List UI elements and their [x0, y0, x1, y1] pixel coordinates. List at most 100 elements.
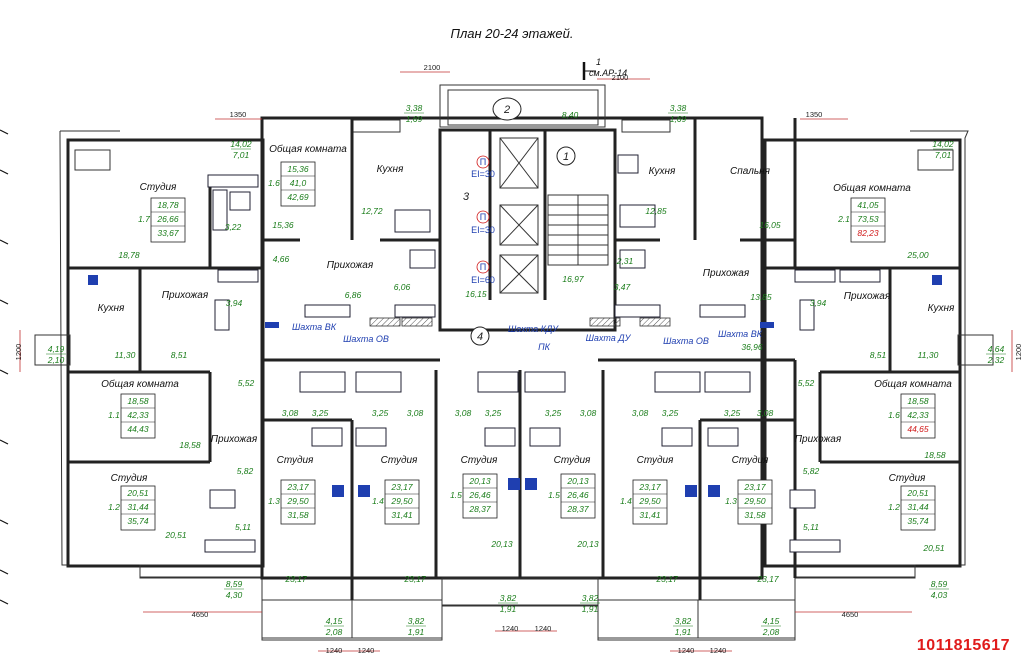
dimension-value: 1240 — [710, 646, 727, 655]
fire-tag-3: П — [480, 262, 486, 272]
room-area: 3,08 — [632, 408, 649, 418]
room-label: Прихожая — [327, 260, 374, 271]
room-area: 8,51 — [171, 350, 188, 360]
room-area: 5,11 — [803, 522, 819, 532]
room-area: 16,05 — [759, 220, 781, 230]
apartment-box — [280, 479, 316, 525]
room-area: 12,85 — [645, 206, 667, 216]
room-label: Студия — [381, 455, 418, 466]
fire-rating-1: EI=30 — [471, 169, 495, 179]
balcony-area-full: 3,82 — [500, 593, 517, 603]
room-label: Прихожая — [703, 268, 750, 279]
room-label: Общая комната — [269, 143, 347, 155]
room-area: 3,25 — [724, 408, 741, 418]
apartment-full-area: 44,65 — [907, 424, 929, 434]
room-area: 11,30 — [918, 350, 939, 360]
balcony-area: 3,381,69 — [404, 103, 424, 124]
room-area: 6,06 — [394, 282, 411, 292]
shaft-label-ov-right: Шахта ОВ — [663, 336, 709, 346]
apartment-total-area: 26,46 — [566, 490, 589, 500]
room-label: Кухня — [377, 164, 404, 175]
room-label: Кухня — [649, 166, 676, 177]
edge-ticks — [0, 129, 9, 605]
fire-rating-3: EI=60 — [471, 275, 495, 285]
dimension-value: 1240 — [535, 624, 552, 633]
room-area: 15,36 — [272, 220, 294, 230]
apartment-total-area: 26,46 — [468, 490, 491, 500]
room-area: 3,22 — [225, 222, 242, 232]
apartment-box — [560, 473, 596, 519]
room-area: 3,47 — [614, 282, 631, 292]
apartment-full-area: 82,23 — [857, 228, 879, 238]
apartment-index: 1.2 — [108, 502, 120, 512]
apartment-living-area: 41,05 — [857, 200, 879, 210]
apartment-box — [737, 479, 773, 525]
apartment-box — [150, 197, 186, 243]
apartment-box — [462, 473, 498, 519]
balcony-area-reduced: 7,01 — [233, 150, 250, 160]
apartment-total-area: 31,44 — [907, 502, 929, 512]
apartment-living-area: 18,78 — [157, 200, 179, 210]
room-label: Прихожая — [844, 291, 891, 302]
balcony-area-full: 3,82 — [408, 616, 425, 626]
balcony-area-full: 3,38 — [406, 103, 423, 113]
apartment-full-area: 31,41 — [639, 510, 661, 520]
shaft-label-vk-left: Шахта ВК — [292, 322, 337, 332]
balcony-area: 8,594,03 — [929, 579, 949, 600]
apartment-full-area: 28,37 — [468, 504, 491, 514]
plan-title: План 20-24 этажей. — [451, 26, 574, 41]
room-label: Студия — [732, 455, 769, 466]
room-area: 25,00 — [906, 250, 929, 260]
room-area: 20,51 — [164, 530, 187, 540]
marker-4: 4 — [477, 331, 483, 343]
room-labels: Общая комната Студия Кухня Прихожая Кухн… — [98, 143, 955, 484]
room-label: Общая комната — [101, 378, 179, 390]
shaft-label-pk: ПК — [538, 342, 551, 352]
balcony-area: 3,821,91 — [580, 593, 600, 614]
dimension-value: 1350 — [806, 110, 823, 119]
apartment-index: 1.1 — [108, 410, 120, 420]
room-area: 12,72 — [361, 206, 383, 216]
apartment-living-area: 18,58 — [907, 396, 929, 406]
apartment-index: 1.4 — [620, 496, 632, 506]
room-label: Спальня — [730, 166, 771, 177]
balcony-area-reduced: 1,91 — [500, 604, 517, 614]
apartment-box — [900, 485, 936, 531]
room-area: 3,25 — [485, 408, 502, 418]
balcony-area-reduced: 2,08 — [762, 627, 780, 637]
balcony-area-full: 8,59 — [931, 579, 948, 589]
room-area: 18,58 — [924, 450, 946, 460]
marker-2: 2 — [503, 104, 510, 116]
apartment-living-area: 20,51 — [906, 488, 929, 498]
room-area: 11,30 — [115, 350, 136, 360]
room-label: Студия — [554, 455, 591, 466]
room-label: Общая комната — [833, 182, 911, 194]
apartment-total-area: 29,50 — [286, 496, 309, 506]
room-area: 23,17 — [655, 574, 678, 584]
balcony-area: 8,594,30 — [224, 579, 244, 600]
fire-tag-1: П — [480, 157, 486, 167]
room-label: Прихожая — [795, 434, 842, 445]
room-label: Общая комната — [874, 378, 952, 390]
apartment-index: 1.5 — [548, 490, 560, 500]
room-area: 18,58 — [179, 440, 201, 450]
balcony-area-reduced: 1,91 — [582, 604, 599, 614]
room-area: 20,13 — [576, 539, 599, 549]
room-area: 3,94 — [226, 298, 243, 308]
room-area: 23,17 — [284, 574, 307, 584]
fire-tag-2: П — [480, 212, 486, 222]
marker-1: 1 — [563, 151, 569, 163]
balcony-area-full: 4,19 — [48, 344, 65, 354]
balcony-areas: 14,027,013,381,693,381,6914,027,014,192,… — [46, 103, 1006, 637]
apartment-index: 1.3 — [268, 496, 280, 506]
fixtures — [88, 154, 942, 553]
apartment-living-area: 18,58 — [127, 396, 149, 406]
apartment-box — [120, 485, 156, 531]
room-area: 3,08 — [455, 408, 472, 418]
balcony-area: 4,152,08 — [761, 616, 781, 637]
marker-3: 3 — [463, 191, 470, 203]
